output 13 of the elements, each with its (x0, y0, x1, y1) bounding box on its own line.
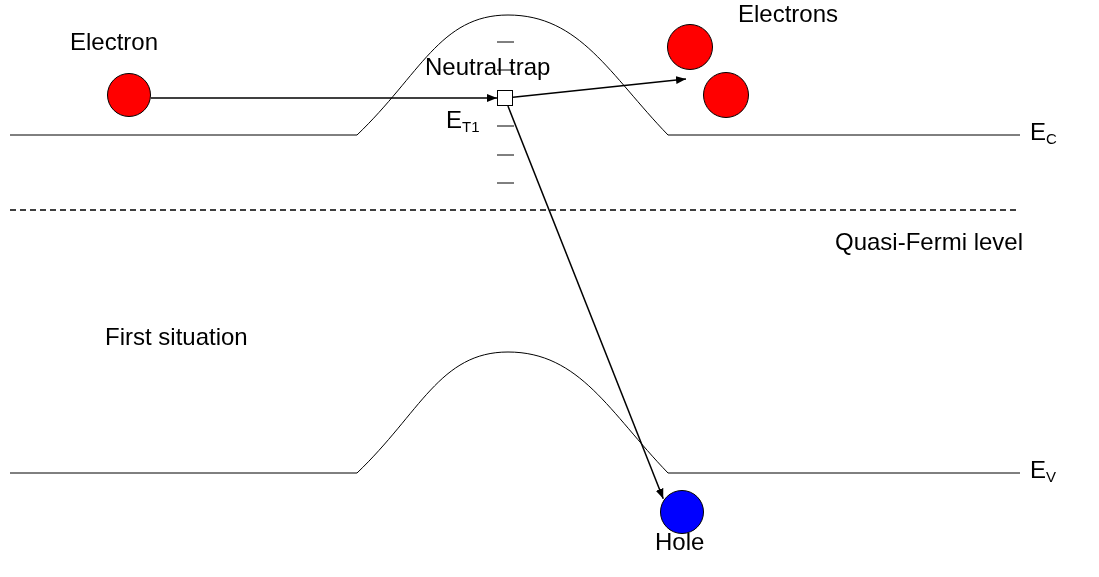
arrow (512, 76, 687, 98)
level-label: E$_{V}$ (1030, 458, 1057, 482)
arrow (507, 105, 664, 500)
particle-label: Neutral trap (425, 55, 551, 79)
particle-label: Hole (655, 530, 705, 554)
particle-label: Electron (70, 30, 159, 54)
trap-square (497, 90, 513, 106)
level-label: Quasi-Fermi level (835, 230, 1024, 254)
level-label: E$_{T1}$ (446, 108, 480, 132)
arrow (150, 94, 498, 102)
level-label: First situation (105, 325, 248, 349)
particle-label: Electrons (738, 2, 839, 26)
level-label: E$_{C}$ (1030, 120, 1057, 144)
